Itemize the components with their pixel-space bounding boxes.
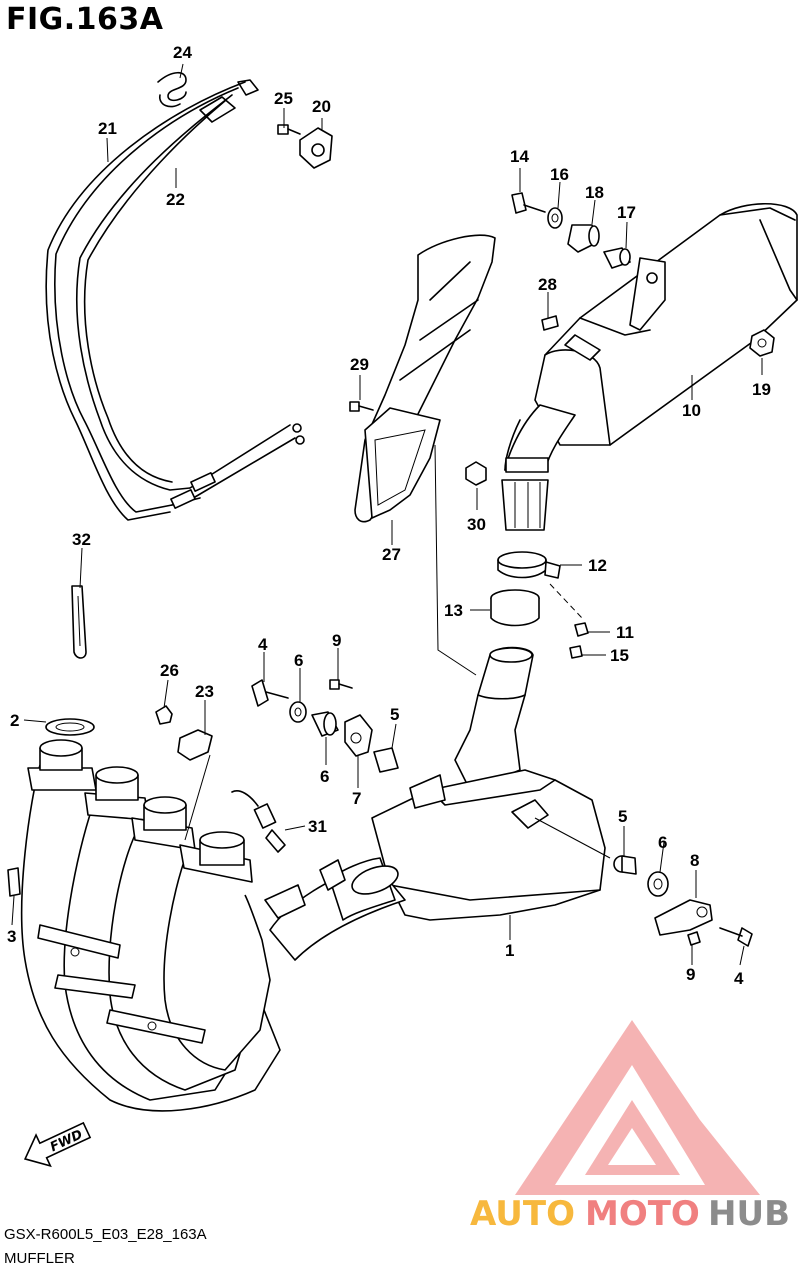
section-name: MUFFLER [4, 1250, 75, 1267]
callout-7: 7 [352, 789, 361, 808]
leader-lines [11, 63, 763, 966]
callout-9-upper: 9 [332, 631, 341, 650]
callout-32: 32 [72, 530, 91, 549]
triangle-logo-icon [515, 1020, 760, 1195]
callout-29: 29 [350, 355, 369, 374]
callout-5-lower: 5 [618, 807, 627, 826]
callout-1: 1 [505, 941, 514, 960]
callout-30: 30 [467, 515, 486, 534]
callout-24: 24 [173, 43, 192, 62]
callout-6-lower: 6 [658, 833, 667, 852]
header-pipes [20, 739, 306, 1112]
callout-16: 16 [550, 165, 569, 184]
cable-clip [157, 71, 187, 108]
callout-5-upper: 5 [390, 705, 399, 724]
drawing-code: GSX-R600L5_E03_E28_163A [4, 1226, 207, 1243]
throttle-cables [45, 79, 305, 521]
callout-8: 8 [690, 851, 699, 870]
watermark-auto: AUTO [470, 1194, 575, 1234]
callout-28: 28 [538, 275, 557, 294]
heat-shield [354, 234, 496, 676]
callout-22: 22 [166, 190, 185, 209]
callout-10: 10 [682, 401, 701, 420]
callout-20: 20 [312, 97, 331, 116]
callout-13: 13 [444, 601, 463, 620]
forward-arrow-icon: FWD [23, 1121, 92, 1168]
watermark-hub: HUB [708, 1194, 790, 1234]
callout-12: 12 [588, 556, 607, 575]
watermark-moto: MOTO [585, 1194, 700, 1234]
callout-26: 26 [160, 661, 179, 680]
muffler-fasteners [71, 192, 775, 659]
callout-14: 14 [510, 147, 529, 166]
callout-3: 3 [7, 927, 16, 946]
callout-4-upper: 4 [258, 635, 268, 654]
callout-11: 11 [616, 623, 634, 642]
callout-6-upper: 6 [294, 651, 303, 670]
exhaust-header-assembly [231, 646, 753, 961]
watermark-text: AUTO MOTO HUB [470, 1194, 790, 1234]
callout-18: 18 [585, 183, 604, 202]
callout-17: 17 [617, 203, 636, 222]
callout-15: 15 [610, 646, 629, 665]
callout-31: 31 [308, 817, 327, 836]
header-ports [39, 739, 245, 866]
callout-labels: 24 21 22 25 20 14 16 18 17 28 19 10 29 3… [7, 43, 771, 988]
figure-title: FIG.163A [6, 2, 164, 37]
callout-19: 19 [752, 380, 771, 399]
silencer-muffler [501, 202, 798, 531]
callout-2: 2 [10, 711, 19, 730]
callout-25: 25 [274, 89, 293, 108]
mount-fasteners [7, 679, 399, 897]
callout-6-mid: 6 [320, 767, 329, 786]
callout-23: 23 [195, 682, 214, 701]
callout-27: 27 [382, 545, 401, 564]
callout-9-lower: 9 [686, 965, 695, 984]
callout-4-lower: 4 [734, 969, 744, 988]
callout-21: 21 [98, 119, 117, 138]
bolt-and-bracket [277, 124, 333, 169]
